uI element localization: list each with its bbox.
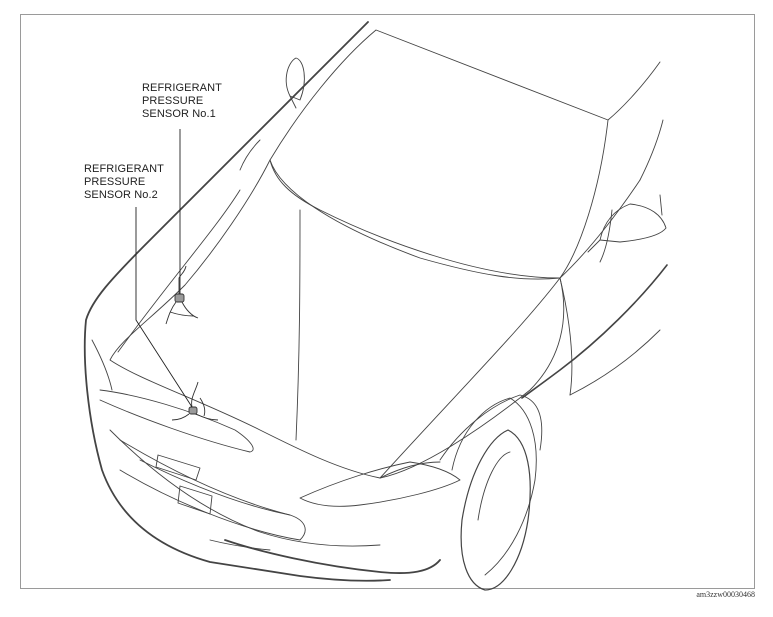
hood-outline: [109, 159, 565, 479]
fender-right: [439, 394, 543, 461]
grille-emblem: [155, 454, 201, 481]
callout-sensor-1-line-2: PRESSURE: [142, 95, 204, 107]
callout-sensor-1-line-3: SENSOR No.1: [142, 108, 216, 120]
callout-sensor-2-line-2: PRESSURE: [84, 176, 146, 188]
headlight-left: [99, 389, 254, 453]
wheel: [460, 429, 531, 591]
callout-sensor-2-line-3: SENSOR No.2: [84, 189, 158, 201]
diagram-frame: [20, 14, 755, 589]
callout-sensor-1: REFRIGERANT PRESSURE SENSOR No.1: [142, 82, 222, 121]
sensor-2-body: [188, 406, 198, 415]
wheel-arch: [451, 397, 537, 576]
windshield: [269, 29, 609, 279]
sensor-2-assembly: [171, 381, 219, 421]
sensor-1-body: [174, 293, 185, 303]
body-outline-left: [83, 21, 391, 582]
figure-code: am3zzw00030468: [696, 590, 755, 599]
leader-line-sensor-2: [135, 207, 193, 408]
body-outline-right: [521, 264, 668, 399]
grille: [119, 439, 306, 541]
mirror-left: [285, 57, 305, 101]
callout-sensor-2-line-1: REFRIGERANT: [84, 163, 164, 175]
callout-sensor-2: REFRIGERANT PRESSURE SENSOR No.2: [84, 163, 164, 202]
sensor-1-assembly: [165, 265, 199, 325]
mirror-right: [599, 203, 667, 243]
callout-sensor-1-line-1: REFRIGERANT: [142, 82, 222, 94]
body-outline-bottom: [224, 539, 441, 574]
headlight-right: [299, 461, 461, 507]
